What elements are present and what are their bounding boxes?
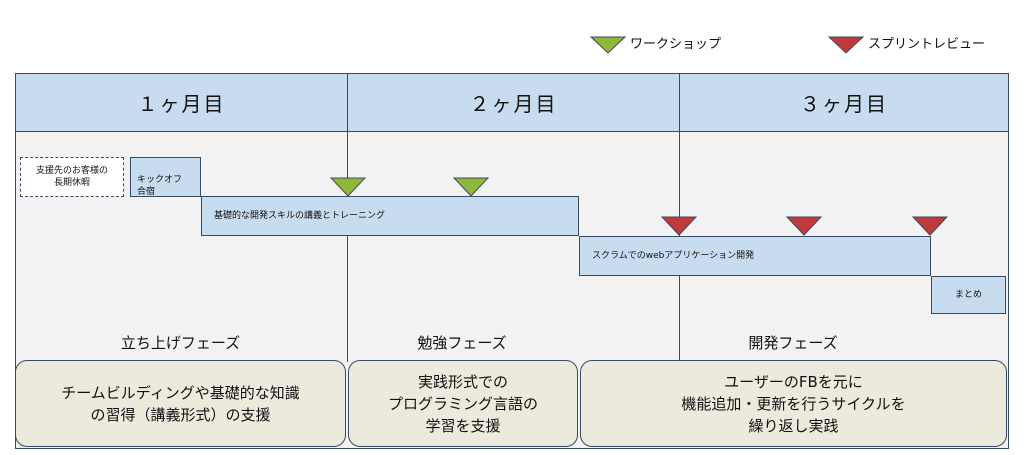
task-scrum-development-label: スクラムでのwebアプリケーション開発 <box>592 251 755 261</box>
phase-label-startup: 立ち上げフェーズ <box>120 334 241 352</box>
task-customer-holiday-label: 支援先のお客様の 長期休暇 <box>35 166 108 188</box>
goal-box-study: 実践形式での プログラミング言語の 学習を支援 <box>348 360 578 447</box>
legend: ワークショップ スプリントレビュー <box>590 34 1010 56</box>
sprint-review-marker-3 <box>912 216 948 236</box>
sprint-review-legend-label: スプリントレビュー <box>868 37 986 52</box>
phase-label-development: 開発フェーズ <box>748 334 838 352</box>
phase-label-study: 勉強フェーズ <box>417 334 507 352</box>
sprint-review-marker-1 <box>661 216 697 236</box>
sprint-review-marker-2 <box>786 216 822 236</box>
workshop-legend-icon <box>590 36 626 54</box>
workshop-legend-label: ワークショップ <box>630 37 722 52</box>
task-summary: まとめ <box>931 276 1006 314</box>
month-header-2: ２ヶ月目 <box>347 74 679 132</box>
task-training-label: 基礎的な開発スキルの講義とトレーニング <box>214 211 386 221</box>
month-label-2: ２ヶ月目 <box>469 92 558 116</box>
month-label-3: ３ヶ月目 <box>800 92 888 116</box>
month-header-3: ３ヶ月目 <box>679 74 1008 132</box>
sprint-review-legend-icon <box>828 36 864 54</box>
task-kickoff-camp: キックオフ 合宿 <box>130 157 201 197</box>
month-divider-1 <box>347 132 348 362</box>
month-label-1: １ヶ月目 <box>137 92 226 116</box>
task-scrum-development: スクラムでのwebアプリケーション開発 <box>579 236 931 276</box>
workshop-legend-triangle <box>590 36 626 54</box>
goal-box-startup: チームビルディングや基礎的な知識 の習得（講義形式）の支援 <box>15 360 346 447</box>
task-kickoff-camp-label: キックオフ 合宿 <box>137 175 183 197</box>
task-customer-holiday: 支援先のお客様の 長期休暇 <box>20 157 124 197</box>
workshop-marker-2-triangle <box>453 177 489 197</box>
workshop-marker-1-triangle <box>330 177 366 197</box>
sprint-review-marker-2-triangle <box>786 216 822 236</box>
sprint-review-legend-triangle <box>828 36 864 54</box>
sprint-review-marker-3-triangle <box>912 216 948 236</box>
sprint-review-marker-1-triangle <box>661 216 697 236</box>
workshop-marker-2 <box>453 177 489 197</box>
task-summary-label: まとめ <box>954 290 982 300</box>
task-training: 基礎的な開発スキルの講義とトレーニング <box>201 196 579 236</box>
goal-box-development: ユーザーのFBを元に 機能追加・更新を行うサイクルを 繰り返し実践 <box>580 360 1007 447</box>
month-header-1: １ヶ月目 <box>16 74 347 132</box>
workshop-marker-1 <box>330 177 366 197</box>
